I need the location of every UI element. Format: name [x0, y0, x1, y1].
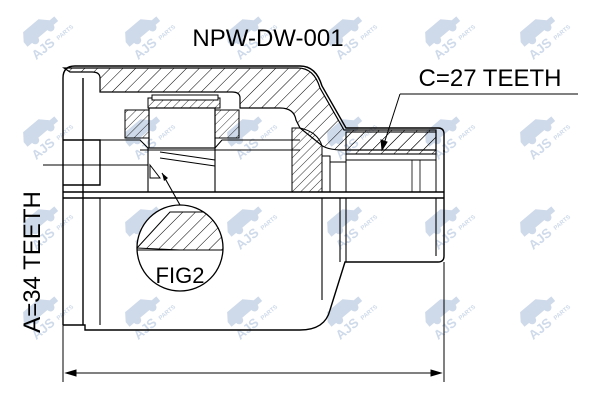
watermark-suffix: PARTS — [553, 24, 572, 41]
inner-bore — [100, 139, 300, 192]
watermark-suffix: PARTS — [260, 214, 279, 231]
watermark-suffix: PARTS — [458, 214, 477, 231]
watermark-suffix: PARTS — [553, 304, 572, 321]
car-silhouette-icon — [520, 206, 556, 237]
car-silhouette-icon — [23, 116, 59, 147]
watermark-suffix: PARTS — [458, 304, 477, 321]
housing-section-hatch — [62, 67, 437, 151]
inner-spline-label: A=34 TEETH — [19, 191, 46, 333]
car-silhouette-icon — [125, 206, 161, 237]
watermark-suffix: PARTS — [553, 214, 572, 231]
part-number-label: NPW-DW-001 — [192, 25, 343, 52]
dimensions — [43, 93, 578, 382]
car-silhouette-icon — [227, 206, 263, 237]
car-silhouette-icon — [520, 116, 556, 147]
watermark-suffix: PARTS — [56, 304, 75, 321]
lower-view-lines — [99, 198, 437, 325]
car-silhouette-icon — [125, 16, 161, 47]
car-silhouette-icon — [23, 296, 59, 327]
outer-spline-label: C=27 TEETH — [419, 65, 562, 92]
car-silhouette-icon — [520, 296, 556, 327]
watermark-suffix: PARTS — [158, 124, 177, 141]
car-silhouette-icon — [327, 16, 363, 47]
watermark-suffix: PARTS — [56, 214, 75, 231]
watermark-suffix: PARTS — [56, 24, 75, 41]
watermark-suffix: PARTS — [553, 124, 572, 141]
car-silhouette-icon — [125, 296, 161, 327]
watermark-suffix: PARTS — [360, 24, 379, 41]
watermark-suffix: PARTS — [158, 24, 177, 41]
car-silhouette-icon — [227, 116, 263, 147]
car-silhouette-icon — [520, 16, 556, 47]
car-silhouette-icon — [327, 296, 363, 327]
car-silhouette-icon — [327, 206, 363, 237]
watermark-suffix: PARTS — [158, 304, 177, 321]
watermark-suffix: PARTS — [260, 304, 279, 321]
watermark-suffix: PARTS — [360, 214, 379, 231]
car-silhouette-icon — [425, 206, 461, 237]
car-silhouette-icon — [425, 16, 461, 47]
housing-outline — [62, 65, 445, 331]
car-silhouette-icon — [227, 16, 263, 47]
car-silhouette-icon — [425, 296, 461, 327]
car-silhouette-icon — [227, 296, 263, 327]
fig2-label: FIG2 — [156, 263, 205, 288]
fig2-detail — [136, 163, 224, 292]
watermark-suffix: PARTS — [458, 24, 477, 41]
watermark-suffix: PARTS — [360, 304, 379, 321]
watermark-suffix: PARTS — [56, 124, 75, 141]
watermark-suffix: PARTS — [260, 124, 279, 141]
car-silhouette-icon — [23, 16, 59, 47]
car-silhouette-icon — [23, 206, 59, 237]
shaft-spline-section — [291, 127, 437, 193]
watermark-suffix: PARTS — [458, 124, 477, 141]
